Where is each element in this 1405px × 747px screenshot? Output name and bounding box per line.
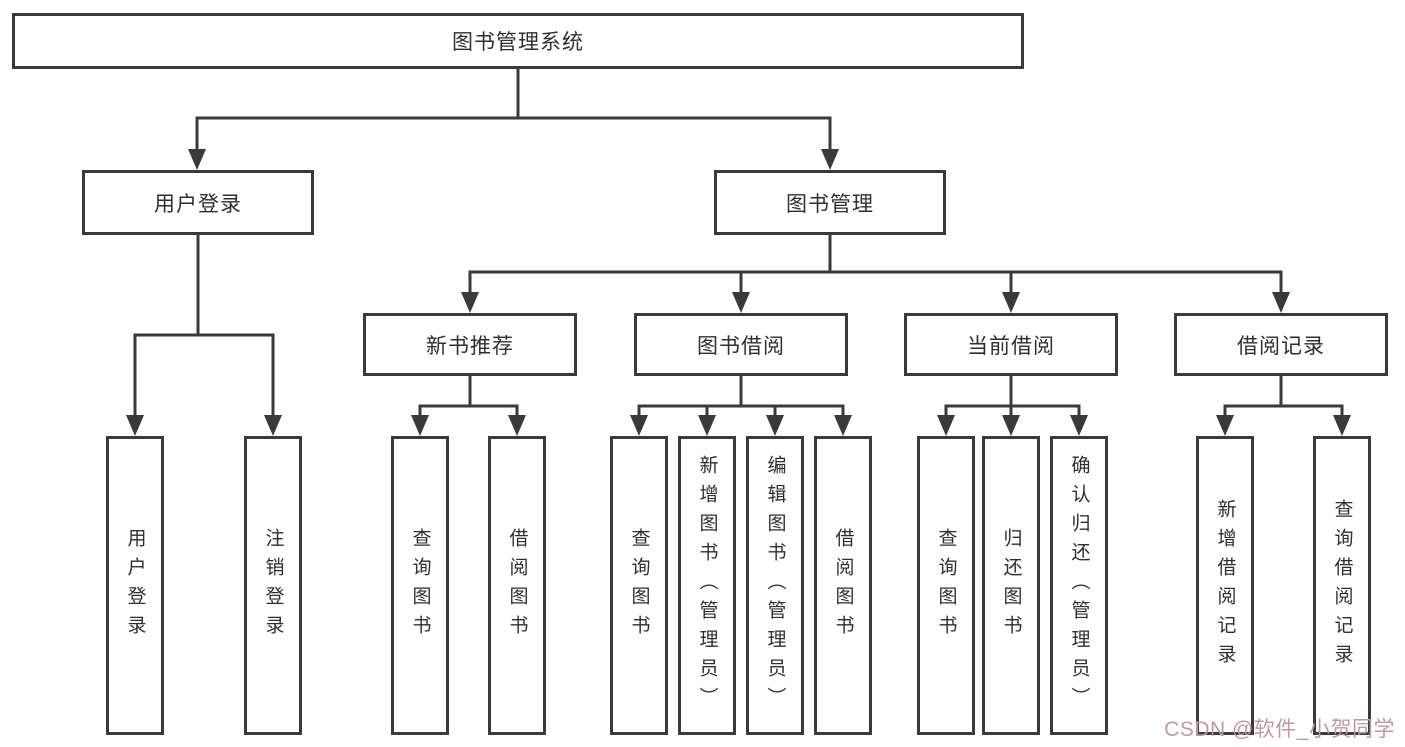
leaf-recommend-query-book: 查询图书	[391, 436, 449, 735]
node-root-system: 图书管理系统	[12, 13, 1024, 69]
leaf-borrow-add-book-admin: 新增图书（管理员）	[678, 436, 736, 735]
leaf-user-login: 用户登录	[106, 436, 164, 735]
leaf-records-query-record: 查询借阅记录	[1313, 436, 1371, 735]
node-new-book-recommend: 新书推荐	[363, 313, 577, 376]
node-user-login: 用户登录	[82, 170, 314, 235]
node-borrowing-records: 借阅记录	[1174, 313, 1388, 376]
leaf-current-return-book: 归还图书	[982, 436, 1040, 735]
leaf-current-query-book: 查询图书	[917, 436, 975, 735]
csdn-watermark: CSDN @软件_小贺同学	[1164, 718, 1395, 741]
leaf-recommend-borrow-book: 借阅图书	[488, 436, 546, 735]
leaf-borrow-edit-book-admin: 编辑图书（管理员）	[746, 436, 804, 735]
leaf-records-add-record: 新增借阅记录	[1196, 436, 1254, 735]
leaf-borrow-query-book: 查询图书	[610, 436, 668, 735]
node-book-borrowing: 图书借阅	[634, 313, 848, 376]
arrowheads	[126, 149, 1351, 436]
leaf-logout: 注销登录	[244, 436, 302, 735]
leaf-borrow-borrow-book: 借阅图书	[814, 436, 872, 735]
node-book-management: 图书管理	[714, 170, 946, 235]
leaf-current-confirm-return-admin: 确认归还（管理员）	[1050, 436, 1108, 735]
node-current-borrowing: 当前借阅	[904, 313, 1118, 376]
